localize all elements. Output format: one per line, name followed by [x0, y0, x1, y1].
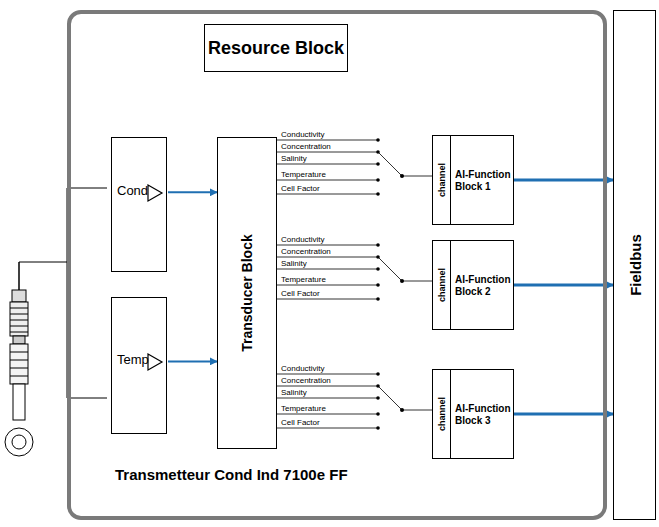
- sensor-toroid-hole: [12, 435, 26, 449]
- channel-label: channel: [437, 268, 447, 302]
- function-block: channel AI-Function Block 1: [432, 135, 514, 225]
- block-label: Temp: [117, 352, 149, 367]
- signal-name: Conductivity: [280, 130, 326, 139]
- signal-name: Temperature: [280, 170, 327, 179]
- function-block: Cond: [111, 137, 167, 272]
- function-block: Temp: [111, 297, 167, 434]
- fieldbus-box: Fieldbus: [613, 10, 656, 520]
- switch-contact: [376, 372, 380, 376]
- signal-wire: [277, 398, 378, 399]
- function-block: channel AI-Function Block 2: [432, 240, 514, 330]
- sensor-ridges: [10, 352, 28, 376]
- switch-contact: [376, 267, 380, 271]
- signal-wire: [277, 269, 378, 270]
- signal-name: Cell Factor: [280, 418, 321, 427]
- channel-cell: channel: [433, 136, 451, 224]
- signal-name: Conductivity: [280, 235, 326, 244]
- channel-cell: channel: [433, 241, 451, 329]
- signal-wire: [277, 374, 378, 375]
- block-label: AI-Function Block 2: [455, 274, 511, 298]
- connector-nut: [12, 290, 26, 302]
- signal-name: Cell Factor: [280, 289, 321, 298]
- signal-name: Cell Factor: [280, 184, 321, 193]
- channel-label: channel: [437, 397, 447, 431]
- signal-arrow: [514, 179, 613, 182]
- amplifier-triangle: [148, 185, 162, 201]
- block-label: AI-Function Block 1: [455, 169, 511, 193]
- signal-name: Salinity: [280, 259, 308, 268]
- signal-wire: [277, 140, 378, 141]
- sensor-toroid: [5, 428, 33, 456]
- block-label: Fieldbus: [626, 234, 643, 296]
- signal-name: Concentration: [280, 247, 332, 256]
- signal-arrow: [514, 413, 613, 416]
- switch-contact: [376, 283, 380, 287]
- signal-name: Conductivity: [280, 364, 326, 373]
- switch-contact: [376, 138, 380, 142]
- sensor-cable: [18, 262, 20, 290]
- switch-contact: [376, 192, 380, 196]
- connector-neck: [13, 336, 25, 344]
- switch-contact: [376, 297, 380, 301]
- signal-name: Concentration: [280, 376, 332, 385]
- sensor-wire: [19, 262, 31, 263]
- function-block: channel AI-Function Block 3: [432, 369, 514, 459]
- signal-name: Temperature: [280, 404, 327, 413]
- signal-wire: [277, 180, 378, 181]
- switch-contact: [376, 396, 380, 400]
- connector-ridges: [10, 308, 28, 332]
- block-label: Resource Block: [208, 38, 344, 59]
- channel-label: channel: [437, 163, 447, 197]
- signal-name: Salinity: [280, 388, 308, 397]
- device-housing: Transmetteur Cond Ind 7100e FF Resource B…: [67, 10, 607, 520]
- switch-contact: [376, 412, 380, 416]
- switch-contact: [376, 178, 380, 182]
- sensor-shaft: [10, 344, 28, 384]
- signal-arrow: [168, 360, 217, 362]
- sensor-stem: [13, 384, 25, 420]
- signal-name: Temperature: [280, 275, 327, 284]
- block-label: Transducer Block: [239, 234, 255, 352]
- channel-cell: channel: [433, 370, 451, 458]
- signal-wire: [277, 245, 378, 246]
- device-name: Transmetteur Cond Ind 7100e FF: [115, 466, 348, 483]
- signal-wire: [277, 299, 378, 300]
- switch-contact: [376, 243, 380, 247]
- signal-name: Salinity: [280, 154, 308, 163]
- amplifier-triangle: [148, 354, 162, 370]
- function-block: Transducer Block: [217, 137, 277, 449]
- signal-name: Concentration: [280, 142, 332, 151]
- connector-body: [10, 302, 28, 336]
- switch-contact: [376, 426, 380, 430]
- function-block: Resource Block: [204, 24, 348, 72]
- signal-wire: [277, 285, 378, 286]
- signal-wire: [277, 164, 378, 165]
- signal-wire: [277, 414, 378, 415]
- block-label: AI-Function Block 3: [455, 403, 511, 427]
- block-label: Cond: [117, 183, 148, 198]
- signal-arrow: [168, 191, 217, 193]
- signal-wire: [277, 194, 378, 195]
- signal-wire: [277, 428, 378, 429]
- switch-contact: [376, 162, 380, 166]
- signal-arrow: [514, 284, 613, 287]
